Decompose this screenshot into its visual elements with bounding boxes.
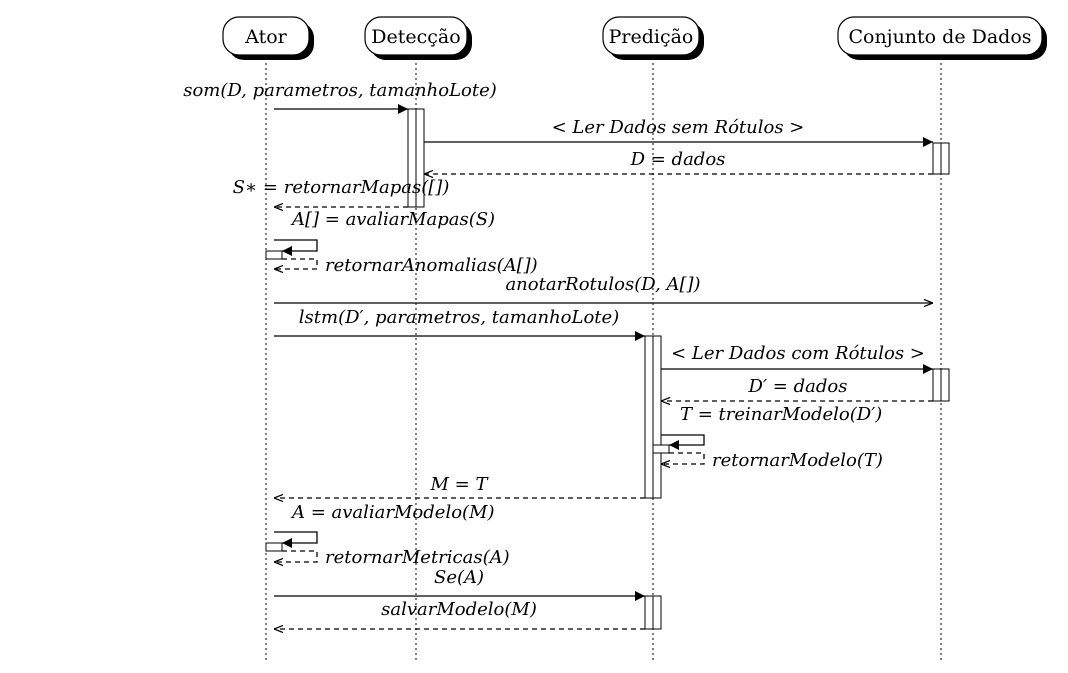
message-label-m16: Se(A) <box>434 567 484 588</box>
activation-ator-1 <box>265 250 283 260</box>
message-label-m6: retornarAnomalias(A[]) <box>325 255 538 276</box>
arrow-m11 <box>661 434 705 450</box>
arrow-m5 <box>274 239 318 256</box>
activation-dados-1-inner <box>932 142 942 175</box>
arrow-m6 <box>274 258 318 269</box>
activation-predicao-self <box>652 444 670 454</box>
message-label-m10: D′ = dados <box>748 376 848 397</box>
participant-dados: Conjunto de Dados <box>837 16 1047 60</box>
message-label-m12: retornarModelo(T) <box>712 450 883 471</box>
arrow-m14 <box>274 531 318 548</box>
message-label-m7: anotarRotulos(D, A[]) <box>505 274 700 295</box>
participant-label-predicao: Predição <box>609 26 694 48</box>
participant-deteccao: Detecção <box>364 16 472 60</box>
message-label-m9: < Ler Dados com Rótulos > <box>671 343 925 364</box>
participant-ator: Ator <box>222 16 314 60</box>
message-label-m4: S∗ = retornarMapas([]) <box>233 177 450 198</box>
message-label-m14: A = avaliarModelo(M) <box>290 502 495 523</box>
activation-predicao-2-inner <box>644 595 654 630</box>
participant-predicao: Predição <box>602 16 704 60</box>
message-label-m15: retornarMetricas(A) <box>325 547 510 568</box>
message-label-m17: salvarModelo(M) <box>381 599 537 620</box>
arrow-m15 <box>274 550 318 562</box>
message-label-m5: A[] = avaliarMapas(S) <box>290 209 495 230</box>
message-label-m8: lstm(D′, parametros, tamanhoLote) <box>299 307 619 328</box>
message-label-m2: < Ler Dados sem Rótulos > <box>552 117 805 138</box>
activation-ator-2 <box>265 542 283 552</box>
message-label-m1: som(D, parametros, tamanhoLote) <box>183 80 497 101</box>
message-label-m13: M = T <box>430 474 490 495</box>
activation-predicao-inner <box>644 335 654 499</box>
activation-deteccao-inner <box>407 108 417 208</box>
participant-label-deteccao: Detecção <box>371 26 460 48</box>
participant-label-ator: Ator <box>244 26 287 48</box>
activation-dados-2-inner <box>932 368 942 402</box>
message-label-m3: D = dados <box>630 149 726 170</box>
participant-label-dados: Conjunto de Dados <box>848 26 1031 48</box>
message-label-m11: T = treinarModelo(D′) <box>680 404 882 425</box>
arrow-m12 <box>661 452 705 464</box>
